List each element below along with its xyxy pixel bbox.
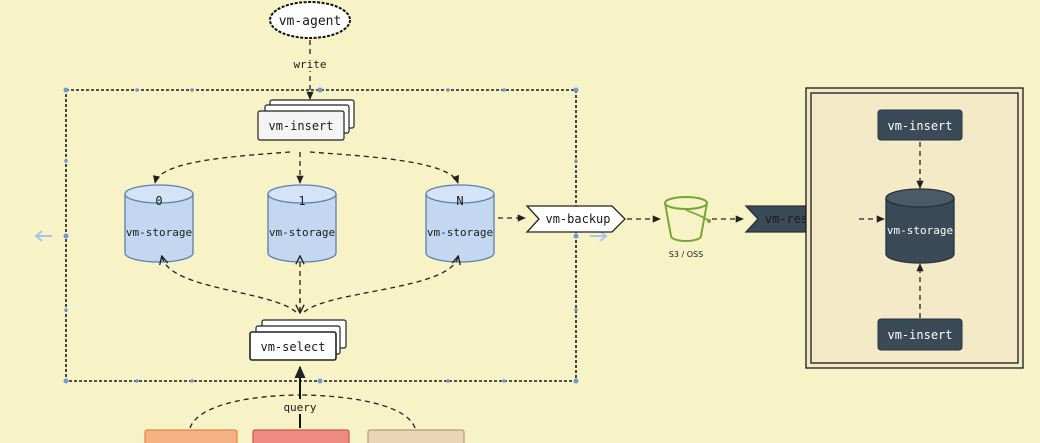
vm-agent-label: vm-agent <box>279 14 342 29</box>
vm-agent-node[interactable]: vm-agent <box>269 1 351 39</box>
restored-storage-label: vm-storage <box>887 224 953 237</box>
vm-backup-label: vm-backup <box>545 212 610 226</box>
vm-insert-label: vm-insert <box>268 119 333 133</box>
vm-select-label: vm-select <box>260 340 325 354</box>
query-label-bg <box>278 399 322 414</box>
write-label: write <box>293 58 326 71</box>
restored-storage-node[interactable]: vm-storage <box>885 188 955 264</box>
client-node-red[interactable] <box>252 429 350 443</box>
select-to-storage-0-edge <box>162 257 297 313</box>
storage-node-n[interactable]: N vm-storage <box>425 184 495 263</box>
client-query-edge <box>299 394 416 429</box>
resize-arrow-icon[interactable] <box>34 230 52 242</box>
storage-index: 1 <box>298 194 305 208</box>
cluster-frame <box>34 87 608 384</box>
vm-insert-node[interactable]: vm-insert <box>257 99 355 141</box>
insert-to-storage-0-edge <box>153 151 291 184</box>
vm-backup-node[interactable]: vm-backup <box>525 205 626 233</box>
vm-select-node[interactable]: vm-select <box>249 319 347 361</box>
storage-index: N <box>456 194 463 208</box>
restored-insert-bottom-label: vm-insert <box>887 328 952 342</box>
client-node-orange[interactable] <box>144 429 238 443</box>
selection-handles <box>63 87 579 384</box>
bucket-icon <box>664 196 711 242</box>
select-to-storage-n-edge <box>303 257 458 313</box>
storage-label: vm-storage <box>427 226 493 239</box>
storage-node-0[interactable]: 0 vm-storage <box>124 184 194 263</box>
storage-index: 0 <box>155 194 162 208</box>
storage-node-1[interactable]: 1 vm-storage <box>267 184 337 263</box>
client-node-beige[interactable] <box>367 429 465 443</box>
restored-vm-insert-bottom-node[interactable]: vm-insert <box>877 318 963 351</box>
restored-insert-top-label: vm-insert <box>887 119 952 133</box>
storage-label: vm-storage <box>269 226 335 239</box>
storage-label: vm-storage <box>126 226 192 239</box>
client-query-edge <box>189 394 301 429</box>
restored-vm-insert-top-node[interactable]: vm-insert <box>877 109 963 141</box>
insert-to-storage-n-edge <box>309 151 460 184</box>
write-label-bg <box>292 56 328 71</box>
query-label: query <box>283 401 316 414</box>
resize-arrow-icon[interactable] <box>590 230 608 242</box>
bucket-label: S3 / OSS <box>669 250 703 259</box>
